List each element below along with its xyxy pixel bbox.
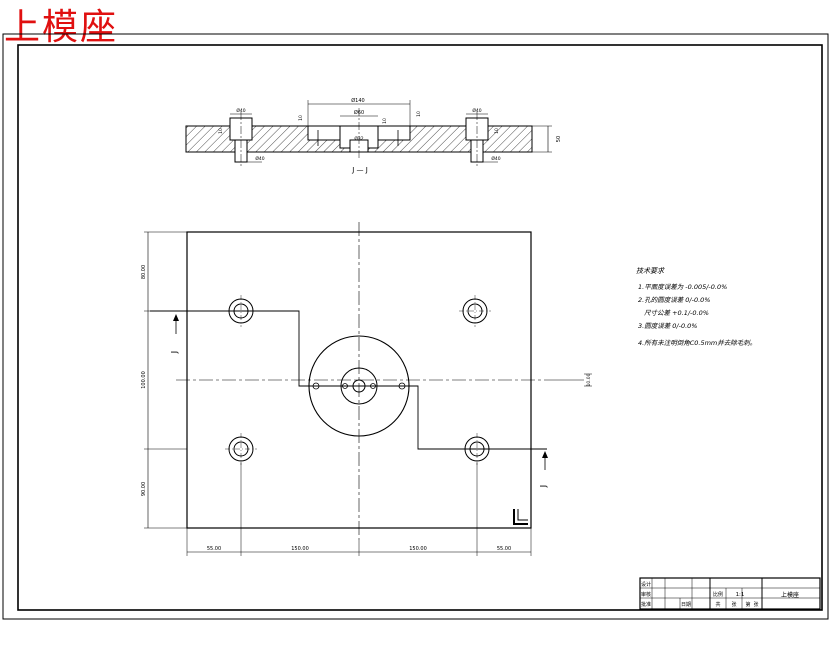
dim-left-1: 80.00 xyxy=(141,265,147,279)
note-item-3: 尺寸公差 +0.1/-0.0% xyxy=(644,309,709,317)
dim-bottom-4: 55.00 xyxy=(497,546,511,552)
dim-groove-depth-b: 10 xyxy=(382,118,388,124)
dim-depth-right: 10 xyxy=(494,128,500,134)
section-label: J — J xyxy=(351,166,368,174)
dim-center-width: Ø60 xyxy=(354,109,364,116)
title-date-label: 日期 xyxy=(681,602,691,608)
notes-title: 技术要求 xyxy=(636,267,665,275)
plan-view: J J 55.00 150.00 150.00 55.00 80.00 100.… xyxy=(141,222,592,556)
title-row-label-2: 审核 xyxy=(641,591,651,598)
title-part-name: 上模座 xyxy=(781,591,799,599)
section-mark-right: J xyxy=(539,485,548,488)
dim-pocket-left: Ø40 xyxy=(236,107,245,114)
title-sheet-index: 第 xyxy=(745,601,750,608)
title-sheet-total: 共 xyxy=(715,601,720,608)
dim-center-hole: Ø32 xyxy=(354,135,363,142)
title-row-label-1: 设计 xyxy=(641,581,651,588)
dim-right-small: 10.00 xyxy=(586,373,592,386)
sheet-outer-border xyxy=(2,33,829,620)
guide-hole-top-right xyxy=(459,295,491,327)
note-item-5: 4.所有未注明倒角C0.5mm并去除毛刺。 xyxy=(638,339,756,347)
title-row-label-3: 批准 xyxy=(641,601,651,608)
datum-mark xyxy=(513,509,528,525)
section-cut-line xyxy=(150,310,547,450)
dim-slot-width: Ø140 xyxy=(351,97,364,104)
dim-bottom-3: 150.00 xyxy=(409,546,427,552)
dim-bottom-2: 150.00 xyxy=(291,546,309,552)
dim-groove-depth-c: 10 xyxy=(416,111,422,117)
title-scale-label: 比例 xyxy=(713,591,723,598)
section-view: Ø140 Ø60 Ø32 Ø40 Ø40 Ø40 Ø40 10 10 10 10… xyxy=(185,97,562,174)
title-scale-value: 1:1 xyxy=(736,592,745,598)
guide-hole-bottom-left xyxy=(225,433,257,465)
dim-pocket-right: Ø40 xyxy=(472,107,481,114)
dim-groove-depth-a: 10 xyxy=(298,115,304,121)
section-mark-left: J xyxy=(170,351,179,354)
dim-left-3: 90.00 xyxy=(141,482,147,496)
dim-depth-left: 10 xyxy=(218,128,224,134)
title-sheet-unit-1: 张 xyxy=(731,601,736,608)
title-sheet-unit-2: 张 xyxy=(753,601,758,608)
note-item-1: 1.平面度误差为 -0.005/-0.0% xyxy=(638,283,727,291)
dim-counterbore-right: Ø40 xyxy=(491,155,500,162)
note-item-4: 3.圆度误差 0/-0.0% xyxy=(638,322,697,330)
technical-notes: 技术要求 1.平面度误差为 -0.005/-0.0% 2.孔的圆度误差 0/-0… xyxy=(636,267,756,347)
title-block: 设计 审核 批准 日期 比例 1:1 共 张 第 张 上模座 xyxy=(639,577,821,610)
sheet-inner-border xyxy=(17,44,823,611)
dim-counterbore-left: Ø40 xyxy=(255,155,264,162)
dim-left-2: 100.00 xyxy=(141,371,147,389)
drawing-title: 上模座 xyxy=(4,7,119,48)
dim-plate-thickness: 50 xyxy=(556,136,562,142)
note-item-2: 2.孔的圆度误差 0/-0.0% xyxy=(638,296,710,304)
dim-bottom-1: 55.00 xyxy=(207,546,221,552)
